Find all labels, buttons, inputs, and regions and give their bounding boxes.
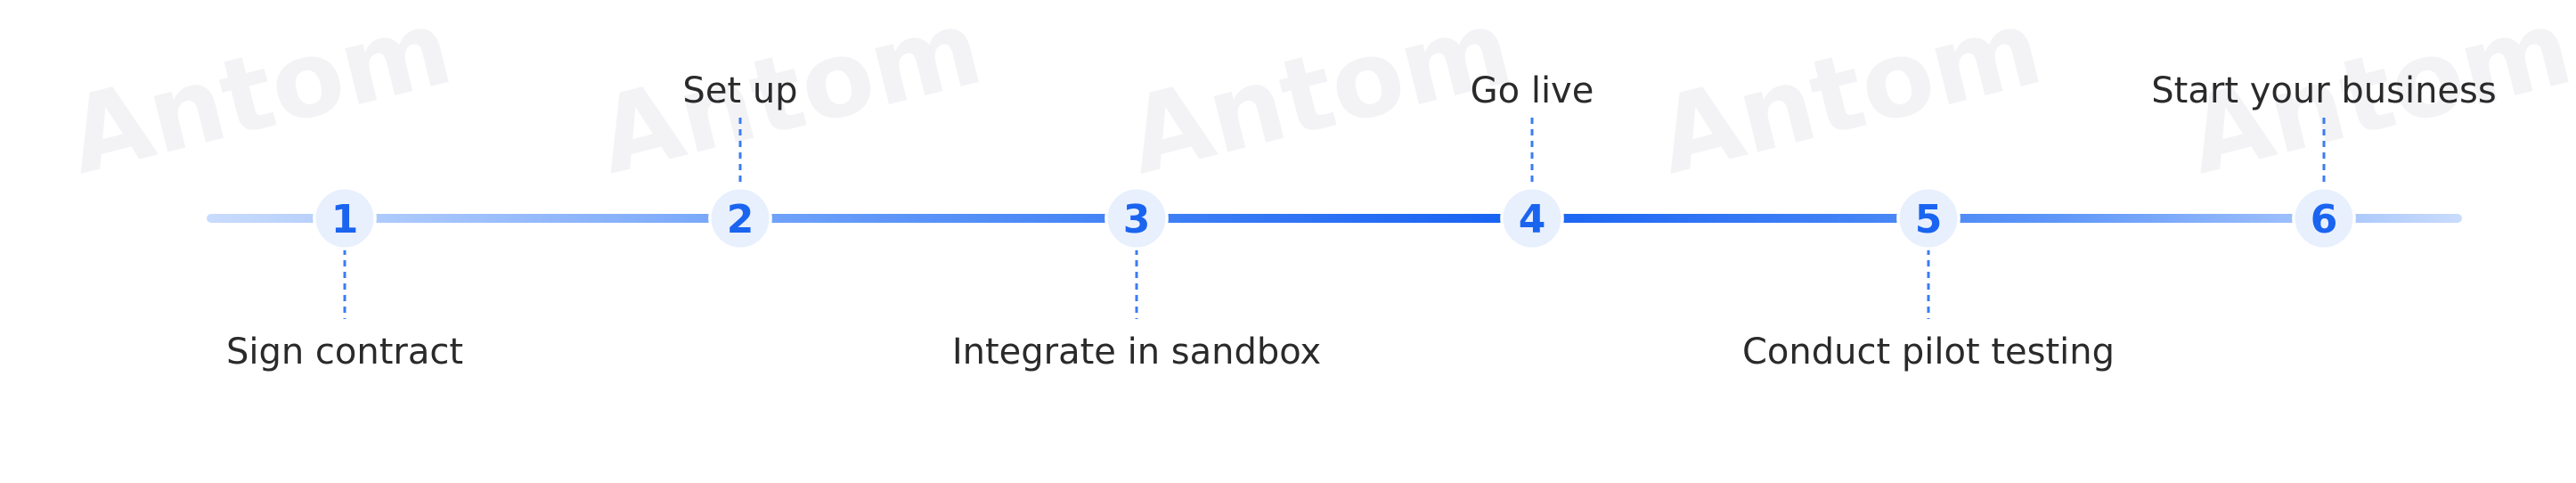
step-node bbox=[1105, 186, 1169, 250]
step-node bbox=[708, 186, 772, 250]
step-node bbox=[1896, 186, 1961, 250]
step-node bbox=[313, 186, 377, 250]
step-node bbox=[2292, 186, 2356, 250]
step-label: Set up bbox=[682, 70, 797, 111]
watermark-logo: Antom bbox=[56, 0, 462, 198]
step-label: Integrate in sandbox bbox=[952, 332, 1321, 372]
step-number: 4 bbox=[1519, 197, 1546, 242]
step-number: 1 bbox=[331, 197, 359, 242]
step-label: Go live bbox=[1471, 70, 1594, 111]
watermark-logo: Antom bbox=[1116, 0, 1522, 198]
step-label: Sign contract bbox=[226, 332, 463, 372]
step-label: Start your business bbox=[2151, 70, 2496, 111]
timeline-step: 2 Set up bbox=[682, 70, 798, 250]
timeline-line bbox=[207, 214, 2462, 223]
watermark-logo: Antom bbox=[1646, 0, 2052, 198]
step-number: 6 bbox=[2311, 197, 2338, 242]
timeline-step: 6 Start your business bbox=[2151, 70, 2497, 250]
step-number: 2 bbox=[727, 197, 754, 242]
step-number: 3 bbox=[1123, 197, 1151, 242]
timeline-step: 4 Go live bbox=[1471, 70, 1594, 250]
step-label: Conduct pilot testing bbox=[1742, 332, 2115, 372]
step-node bbox=[1500, 186, 1564, 250]
step-number: 5 bbox=[1915, 197, 1943, 242]
